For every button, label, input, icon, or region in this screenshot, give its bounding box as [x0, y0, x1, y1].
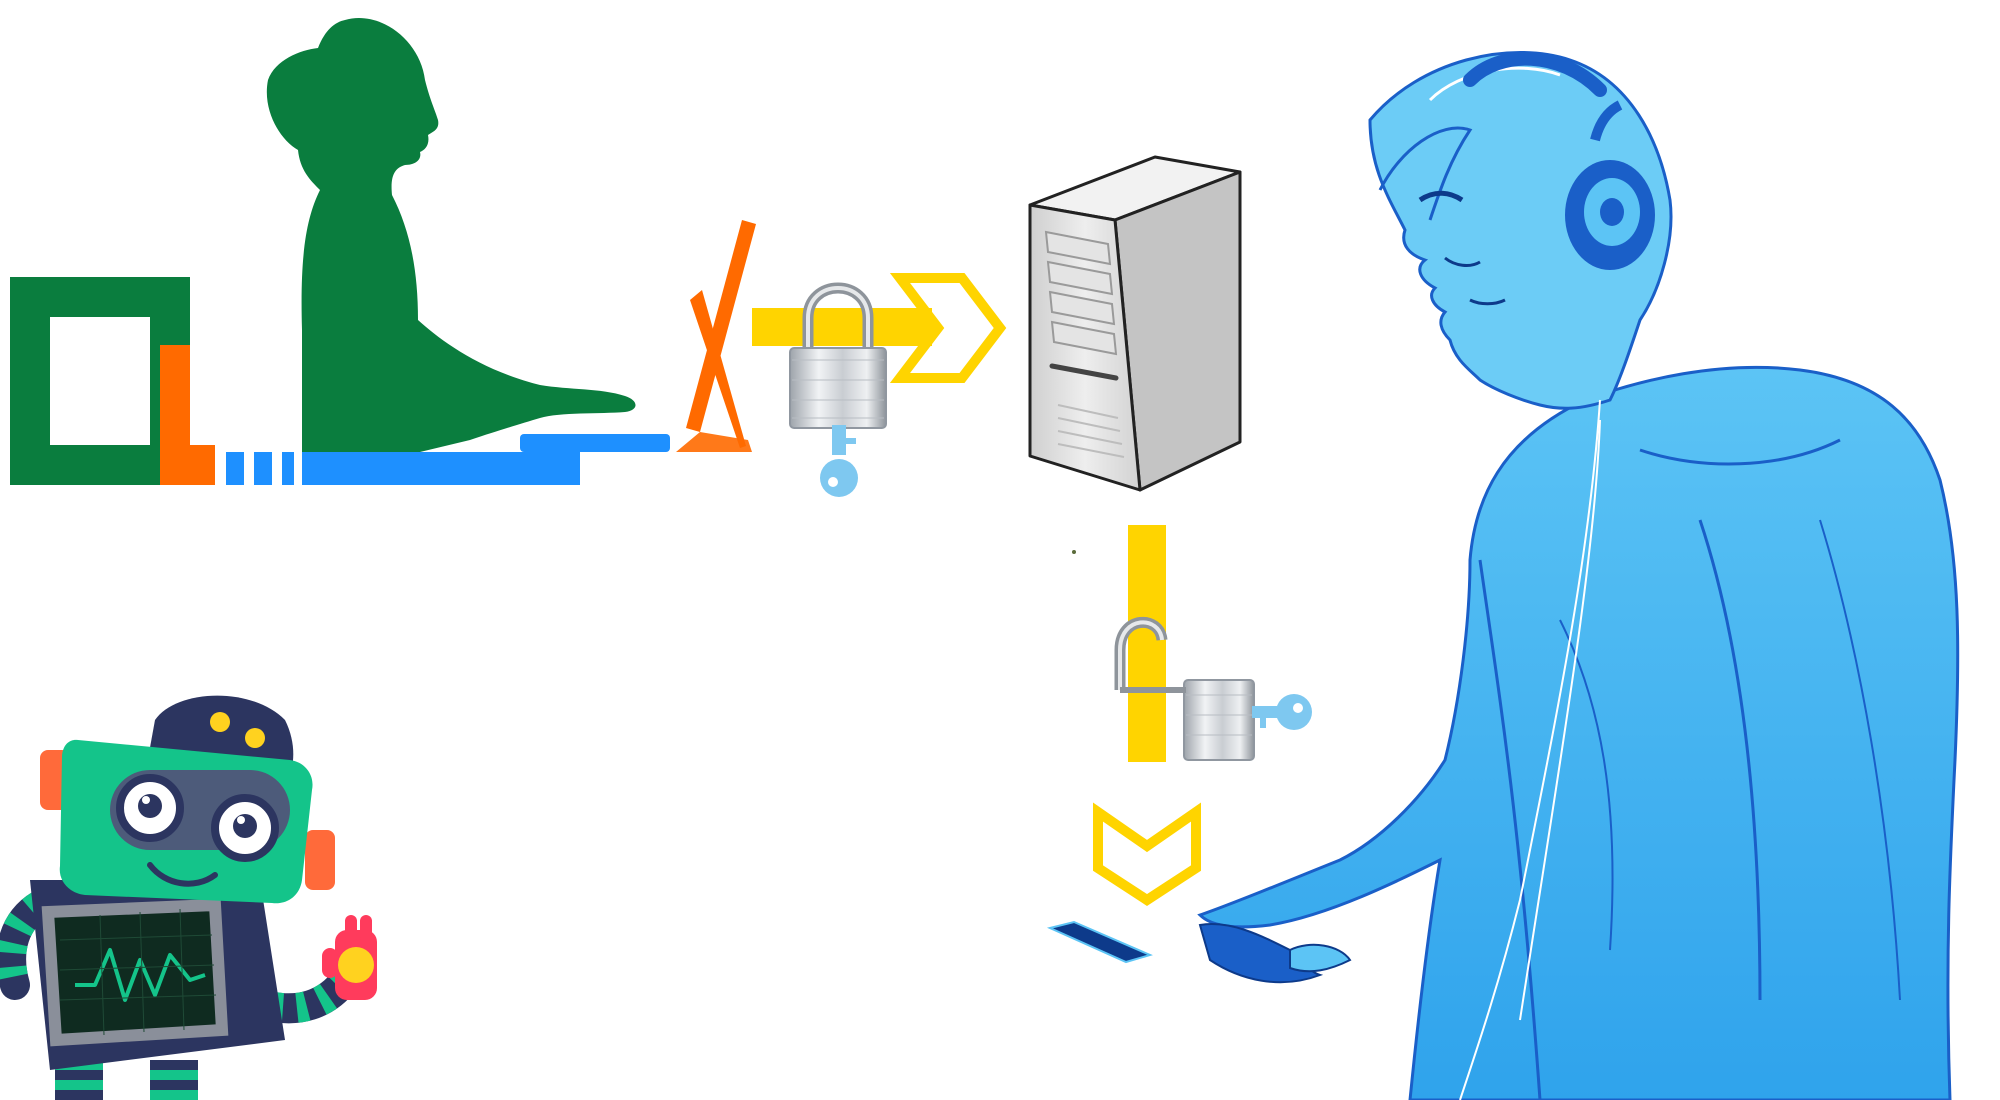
locked-padlock-icon: [789, 282, 887, 429]
robot-mascot-icon: [0, 695, 377, 1100]
edge-sender-to-server: [752, 273, 1007, 497]
robot-left-arm: [0, 890, 55, 1000]
arrow-down-icon: [1093, 525, 1201, 906]
edge-server-to-receiver: [1093, 525, 1312, 906]
desk-blue-icon: [302, 434, 670, 485]
hands-icon: [1198, 923, 1352, 984]
man-head-icon: [1368, 51, 1673, 410]
robot-head-icon: [40, 695, 335, 904]
headphones-icon: [1463, 51, 1655, 270]
man-body-icon: [1197, 365, 1960, 1100]
robot-screen-icon: [41, 898, 229, 1047]
robot-hand: [322, 915, 377, 1000]
monitor-orange-icon: [676, 220, 756, 452]
key-icon: [1252, 694, 1312, 730]
server-tower-icon: [1028, 155, 1242, 492]
earphone-cable-icon: [1459, 399, 1601, 1100]
unlocked-padlock-icon: [1114, 616, 1255, 761]
woman-silhouette-icon: [266, 18, 636, 452]
receiver-man-with-phone: [1046, 51, 1960, 1100]
logo-orange-l-icon: [160, 345, 215, 485]
stray-dot: [1072, 550, 1076, 554]
arrow-right-icon: [752, 273, 1007, 383]
drive-bays: [1044, 230, 1118, 356]
smartphone-icon: [1046, 920, 1153, 964]
logo-blue-dots-icon: [226, 452, 294, 485]
vents: [1057, 404, 1125, 458]
key-icon: [820, 425, 858, 497]
sender-woman-at-computer: [10, 18, 756, 485]
